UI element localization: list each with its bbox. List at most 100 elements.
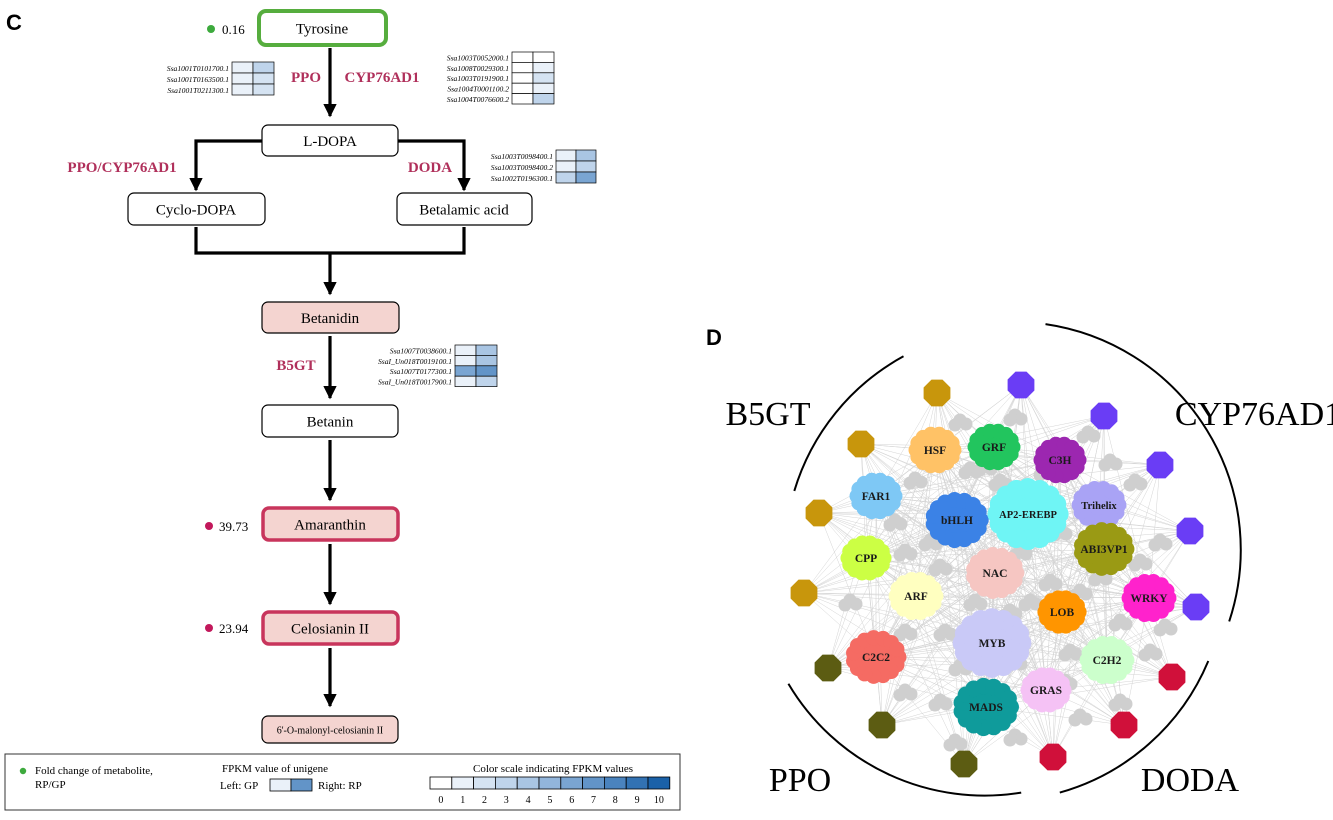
minor-node-cluster: [883, 513, 908, 532]
gene-id-label: Ssa1003T0052000.1: [447, 53, 509, 62]
svg-text:L-DOPA: L-DOPA: [303, 134, 357, 150]
gene-id-label: Ssa1003T0191900.1: [447, 74, 509, 83]
gene-id-label: Ssa1003T0098400.2: [491, 163, 553, 172]
network-edge: [818, 512, 996, 574]
connector-merge: [194, 227, 466, 255]
tf-family-arf: ARF: [888, 571, 944, 621]
network-edge: [963, 611, 1063, 765]
network-gene-nodes: [790, 371, 1210, 778]
legend-scale-cell: [451, 776, 474, 790]
heatmap-b5gt-genes: Ssa1007T0038600.1SsaI_Un018T0019100.1Ssa…: [378, 344, 498, 387]
gene-node-cyp: [1007, 371, 1035, 399]
svg-text:Amaranthin: Amaranthin: [294, 518, 366, 534]
gene-id-label: Ssa1007T0177300.1: [390, 367, 452, 376]
heatmap-cell-rp: [575, 149, 597, 162]
tf-family-label: MYB: [979, 638, 1006, 650]
network-edge: [934, 449, 1173, 678]
heatmap-cell-rp: [532, 93, 555, 105]
legend-scale-tick: 7: [591, 795, 596, 806]
legend-scale-tick: 8: [613, 795, 618, 806]
network-edge: [875, 495, 965, 765]
heatmap-doda-genes: Ssa1003T0098400.1Ssa1003T0098400.2Ssa100…: [491, 149, 597, 184]
gene-node-ppo: [814, 654, 842, 682]
compound-ldopa: L-DOPA: [261, 124, 399, 157]
legend-scale-cell: [473, 776, 496, 790]
group-label-doda: DODA: [1141, 762, 1240, 799]
tf-family-label: ARF: [904, 591, 928, 603]
tf-family-label: ABI3VP1: [1080, 544, 1128, 556]
minor-node-cluster: [1068, 708, 1093, 727]
legend-scale-cell: [625, 776, 649, 790]
gene-id-label: Ssa1007T0038600.1: [390, 346, 452, 355]
network-edge: [875, 530, 1191, 658]
tf-family-label: GRF: [982, 442, 1006, 454]
legend-left-cell: [269, 778, 292, 792]
tf-family-mads: MADS: [953, 677, 1019, 737]
legend-right-label: Right: RP: [318, 780, 362, 792]
gene-node-doda: [1110, 711, 1138, 739]
heatmap-cell-rp: [252, 83, 275, 96]
network-edge: [865, 557, 965, 765]
network-edge: [915, 449, 936, 597]
svg-text:39.73: 39.73: [219, 519, 248, 534]
heatmap-cell-gp: [454, 375, 477, 387]
compound-betanin: Betanin: [261, 404, 399, 438]
legend-scale-cell: [582, 776, 605, 790]
legend-scale-tick: 6: [569, 795, 574, 806]
compound-amaranthin: Amaranthin: [261, 506, 400, 542]
tf-family-label: MADS: [969, 702, 1003, 714]
gene-node-cyp: [1176, 517, 1204, 545]
minor-node-cluster: [1058, 643, 1083, 662]
network-edge: [875, 495, 883, 726]
heatmap-cell-gp: [231, 72, 254, 85]
compound-cyclo-dopa: Cyclo-DOPA: [127, 192, 266, 226]
heatmap-cell-rp: [475, 375, 498, 387]
group-arcs: [787, 323, 1242, 797]
network-edge: [875, 656, 1047, 691]
minor-node-cluster: [1098, 453, 1123, 472]
tf-family-gras: GRAS: [1020, 667, 1072, 713]
legend-fpkm-title: FPKM value of unigene: [222, 763, 328, 775]
compound-betanidin: Betanidin: [261, 301, 400, 334]
heatmap-cell-rp: [575, 171, 597, 184]
network-minor-nodes: [838, 408, 1178, 752]
minor-node-cluster: [1038, 573, 1063, 592]
svg-text:23.94: 23.94: [219, 621, 249, 636]
minor-node-cluster: [943, 733, 968, 752]
gene-node-ppo: [868, 711, 896, 739]
tf-family-label: C3H: [1049, 455, 1072, 467]
heatmap-cell-gp: [511, 93, 534, 105]
gene-id-label: Ssa1001T0101700.1: [167, 64, 229, 73]
legend-metabolite-text-2: RP/GP: [35, 779, 66, 791]
gene-id-label: SsaI_Un018T0019100.1: [378, 357, 452, 366]
tf-family-lob: LOB: [1037, 590, 1087, 634]
network-edge: [915, 384, 1022, 597]
minor-node-cluster: [928, 693, 953, 712]
heatmap-cell-gp: [555, 149, 577, 162]
tf-family-label: LOB: [1050, 607, 1075, 619]
panel-c: C Tyrosine L-DOPA Cyclo-DOPA: [4, 9, 681, 811]
heatmap-cell-gp: [454, 344, 477, 356]
minor-node-cluster: [1128, 553, 1153, 572]
heatmap-cell-rp: [532, 62, 555, 74]
minor-node-cluster: [1108, 613, 1133, 632]
enzyme-label-doda: DODA: [408, 160, 452, 176]
network-edge: [875, 495, 1125, 726]
tf-family-nac: NAC: [966, 547, 1025, 599]
heatmap-cell-gp: [511, 72, 534, 84]
tf-family-label: WRKY: [1130, 593, 1168, 605]
minor-node-cluster: [893, 683, 918, 702]
compound-tyrosine: Tyrosine: [257, 9, 388, 47]
heatmap-cell-gp: [454, 355, 477, 367]
legend-scale-cell: [647, 776, 671, 790]
tf-family-label: CPP: [855, 553, 877, 565]
heatmap-cell-rp: [475, 344, 498, 356]
fold-change-celosianin: 23.94: [205, 621, 249, 636]
legend-scale-tick: 4: [526, 795, 531, 806]
tf-family-far1: FAR1: [849, 472, 903, 520]
fold-change-tyrosine: 0.16: [207, 22, 245, 37]
